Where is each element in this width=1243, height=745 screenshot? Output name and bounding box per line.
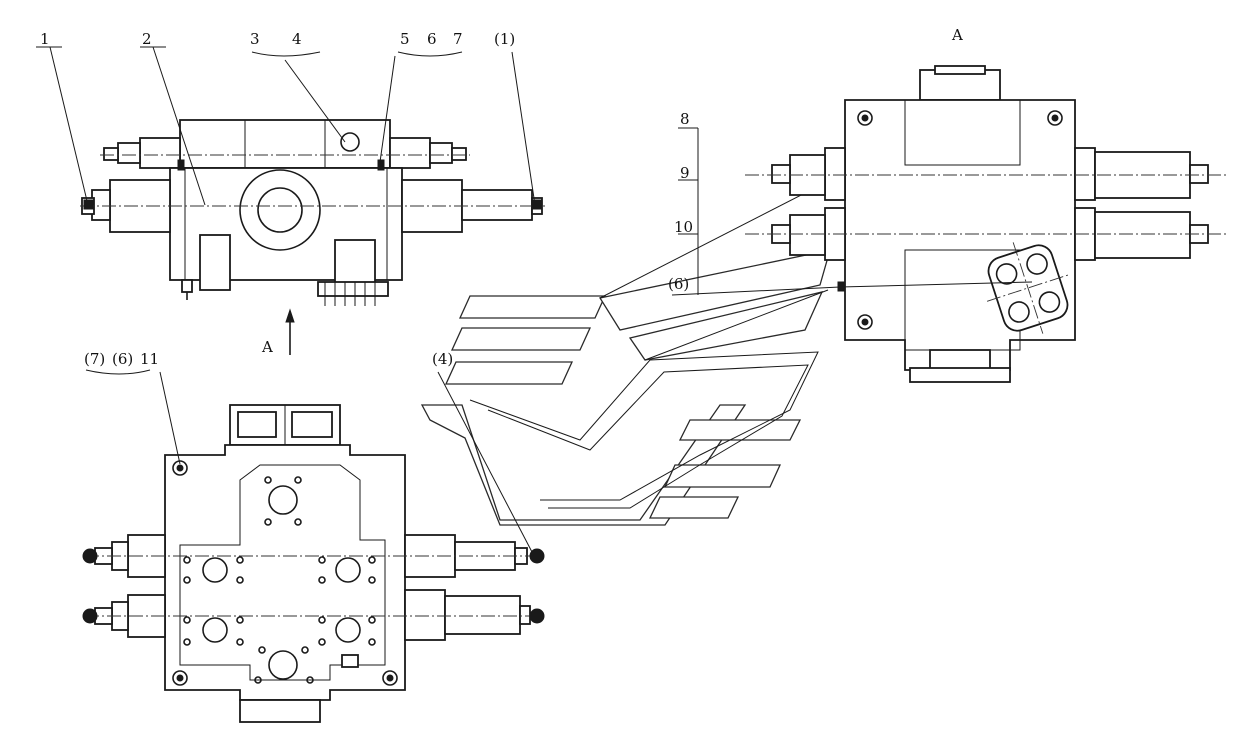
- top-view: [82, 404, 545, 723]
- label-8: 8: [680, 110, 690, 128]
- end-cap-icon: [82, 548, 98, 564]
- label-7-paren: (7): [84, 350, 105, 368]
- label-4-paren: (4): [432, 350, 453, 368]
- label-1-paren: (1): [494, 30, 515, 48]
- label-11: 11: [140, 350, 159, 368]
- leader-lines: [36, 46, 1033, 553]
- part-labels: 1 2 3 4 5 6 7 (1) A (7) (6) 11 (4) 8 9 1…: [40, 26, 963, 368]
- end-cap-icon: [529, 548, 545, 564]
- watermark-logo: [420, 169, 851, 526]
- view-a-title: A: [951, 26, 963, 44]
- label-6-paren-right: (6): [668, 275, 689, 293]
- label-6: 6: [427, 30, 437, 48]
- end-cap-icon: [82, 608, 98, 624]
- view-arrow-label: A: [261, 338, 273, 356]
- label-9: 9: [680, 164, 690, 182]
- label-7: 7: [453, 30, 463, 48]
- view-arrow-a: A: [261, 308, 295, 356]
- label-4: 4: [292, 30, 302, 48]
- label-10: 10: [674, 218, 693, 236]
- bleed-screw-right-icon: [531, 199, 542, 210]
- view-a: [745, 65, 1228, 383]
- bleed-screw-left-icon: [83, 199, 94, 210]
- end-cap-icon: [529, 608, 545, 624]
- label-1: 1: [40, 30, 50, 48]
- front-view: [80, 119, 545, 306]
- label-6-paren: (6): [112, 350, 133, 368]
- label-5: 5: [400, 30, 410, 48]
- label-2: 2: [142, 30, 152, 48]
- label-3: 3: [250, 30, 260, 48]
